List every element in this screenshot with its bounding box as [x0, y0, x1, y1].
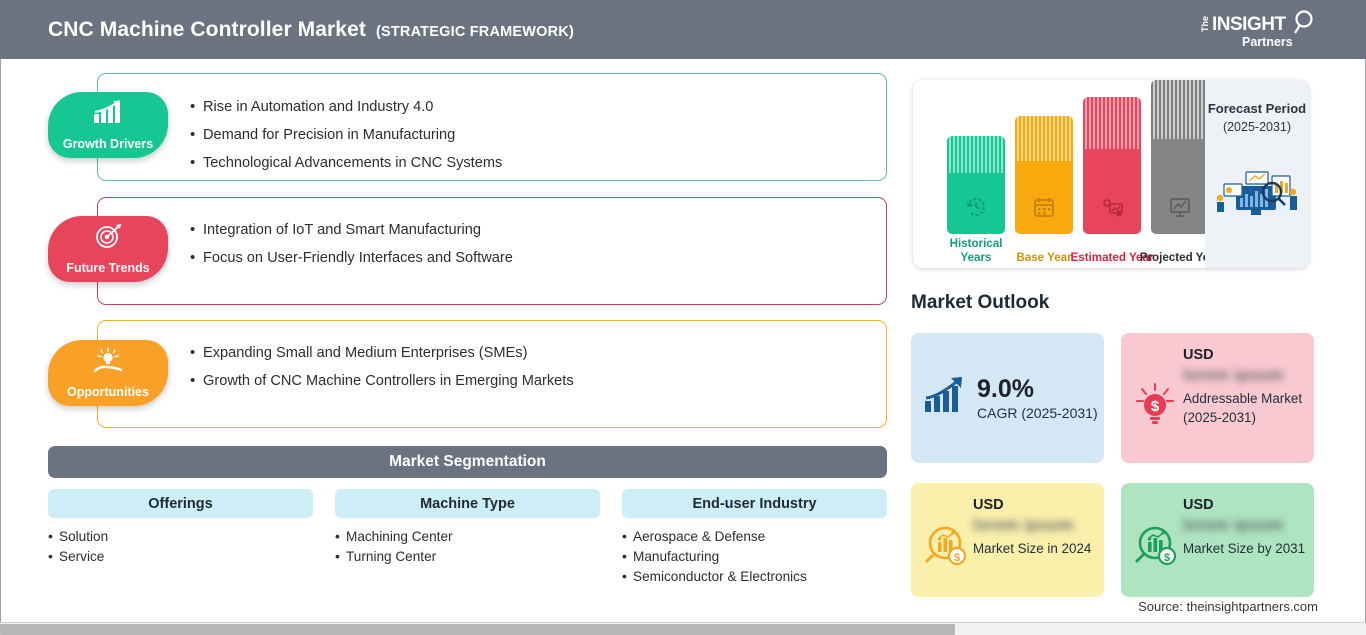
page-header: CNC Machine Controller Market (STRATEGIC… [0, 0, 1366, 59]
opportunities-label: Opportunities [67, 385, 149, 399]
scrollbar-thumb[interactable] [0, 624, 955, 635]
currency-label: USD [973, 497, 1004, 513]
timeline-bar-estimated: 2025 [1083, 97, 1141, 234]
segment-item: Machining Center [335, 526, 600, 547]
growth-drivers-bullets: Rise in Automation and Industry 4.0 Dema… [190, 93, 870, 177]
svg-text:$: $ [1164, 552, 1170, 564]
bar-solid [1083, 149, 1141, 234]
addressable-market-card: $ USD lorem ipsum Addressable Market (20… [1121, 333, 1314, 463]
opportunities-bullets: Expanding Small and Medium Enterprises (… [190, 339, 870, 395]
segment-column-offerings: Offerings Solution Service [48, 489, 313, 567]
svg-text:$: $ [1151, 398, 1160, 415]
analytics-gear-icon [1100, 195, 1124, 224]
magnifier-bar-chart-dollar-icon: $ [919, 497, 971, 597]
cagr-label: CAGR (2025-2031) [977, 405, 1098, 421]
dashboard-analytics-illustration [1210, 158, 1304, 225]
svg-text:The: The [1200, 16, 1210, 32]
horizontal-scrollbar[interactable] [0, 622, 1366, 635]
magnifier-bar-chart-dollar-icon: $ [1129, 497, 1181, 597]
growth-bar-chart-arrow-icon [91, 99, 125, 130]
segment-item: Solution [48, 526, 313, 547]
bullet-item: Integration of IoT and Smart Manufacturi… [190, 216, 870, 244]
forecast-period-title: Forecast Period [1207, 101, 1307, 116]
bar-stripe [1151, 80, 1209, 139]
cagr-card: 9.0% CAGR (2025-2031) [911, 333, 1104, 463]
card-caption: Market Size in 2024 [973, 541, 1092, 556]
segment-column-machine-type: Machine Type Machining Center Turning Ce… [335, 489, 600, 567]
redacted-value: lorem ipsum [1183, 517, 1284, 534]
segment-column-end-user-industry: End-user Industry Aerospace & Defense Ma… [622, 489, 887, 587]
timeline-caption: Historical Years [949, 237, 1003, 264]
cagr-value: 9.0% [977, 375, 1034, 403]
lightbulb-dollar-icon: $ [1129, 347, 1181, 463]
segment-item: Aerospace & Defense [622, 526, 887, 547]
bar-stripe [1015, 116, 1073, 161]
timeline-caption: Base Year [1016, 250, 1072, 264]
segment-item: Turning Center [335, 546, 600, 567]
segment-items: Solution Service [48, 526, 313, 567]
bar-solid [1151, 138, 1209, 234]
clock-history-icon [964, 195, 988, 224]
market-size-2024-card: $ USD lorem ipsum Market Size in 2024 [911, 483, 1104, 597]
growth-drivers-badge[interactable]: Growth Drivers [48, 92, 168, 158]
bar-stripe [1083, 97, 1141, 150]
target-dart-icon [92, 223, 124, 254]
growth-drivers-label: Growth Drivers [62, 137, 154, 151]
bullet-item: Technological Advancements in CNC System… [190, 149, 870, 177]
bullet-item: Expanding Small and Medium Enterprises (… [190, 339, 870, 367]
forecast-period-panel: Forecast Period (2025-2031) [1205, 80, 1309, 268]
timeline-bar-historical: 2021-2023 [947, 136, 1005, 234]
timeline-caption: Estimated Year [1070, 250, 1154, 264]
svg-text:$: $ [954, 552, 960, 564]
segment-item: Service [48, 546, 313, 567]
timeline-caption: Projected Year [1139, 250, 1221, 264]
header-title-group: CNC Machine Controller Market (STRATEGIC… [48, 18, 574, 42]
bar-stripe [947, 136, 1005, 174]
currency-label: USD [1183, 347, 1214, 363]
currency-label: USD [1183, 497, 1214, 513]
card-caption: Market Size by 2031 [1183, 541, 1306, 556]
future-trends-bullets: Integration of IoT and Smart Manufacturi… [190, 216, 870, 272]
market-segmentation-header: Market Segmentation [48, 446, 887, 478]
page-title: CNC Machine Controller Market [48, 17, 366, 41]
card-caption: Addressable Market (2025-2031) [1183, 391, 1303, 425]
presentation-chart-icon [1168, 195, 1192, 224]
segment-title: End-user Industry [622, 489, 887, 518]
timeline-bar-projected: 2031 [1151, 80, 1209, 234]
market-size-2031-card: $ USD lorem ipsum Market Size by 2031 [1121, 483, 1314, 597]
bullet-item: Growth of CNC Machine Controllers in Eme… [190, 367, 870, 395]
bar-solid [947, 173, 1005, 234]
segment-item: Manufacturing [622, 546, 887, 567]
segment-item: Semiconductor & Electronics [622, 566, 887, 587]
market-outlook-title: Market Outlook [911, 292, 1050, 313]
hand-lightbulb-icon [90, 347, 126, 380]
opportunities-badge[interactable]: Opportunities [48, 340, 168, 406]
segment-title: Offerings [48, 489, 313, 518]
insight-partners-logo: The INSIGHT Partners [1194, 8, 1318, 52]
svg-text:INSIGHT: INSIGHT [1212, 14, 1286, 35]
svg-text:Partners: Partners [1242, 35, 1293, 49]
bar-solid [1015, 160, 1073, 234]
source-attribution: Source: theinsightpartners.com [1138, 599, 1318, 614]
future-trends-badge[interactable]: Future Trends [48, 216, 168, 282]
timeline-bar-base: 2024 [1015, 116, 1073, 234]
page-subtitle: (STRATEGIC FRAMEWORK) [375, 23, 574, 40]
forecast-period-range: (2025-2031) [1222, 120, 1292, 134]
bullet-item: Rise in Automation and Industry 4.0 [190, 93, 870, 121]
forecast-timeline-panel: 2021-2023 Historical Years [913, 80, 1309, 268]
segment-title: Machine Type [335, 489, 600, 518]
segment-items: Aerospace & Defense Manufacturing Semico… [622, 526, 887, 587]
redacted-value: lorem ipsum [1183, 367, 1284, 384]
timeline-bars: 2021-2023 Historical Years [913, 80, 1220, 268]
redacted-value: lorem ipsum [973, 517, 1074, 534]
bullet-item: Focus on User-Friendly Interfaces and So… [190, 244, 870, 272]
calendar-icon [1032, 195, 1056, 224]
future-trends-label: Future Trends [66, 261, 150, 275]
bar-chart-arrow-up-icon [921, 376, 969, 421]
segment-items: Machining Center Turning Center [335, 526, 600, 567]
bullet-item: Demand for Precision in Manufacturing [190, 121, 870, 149]
